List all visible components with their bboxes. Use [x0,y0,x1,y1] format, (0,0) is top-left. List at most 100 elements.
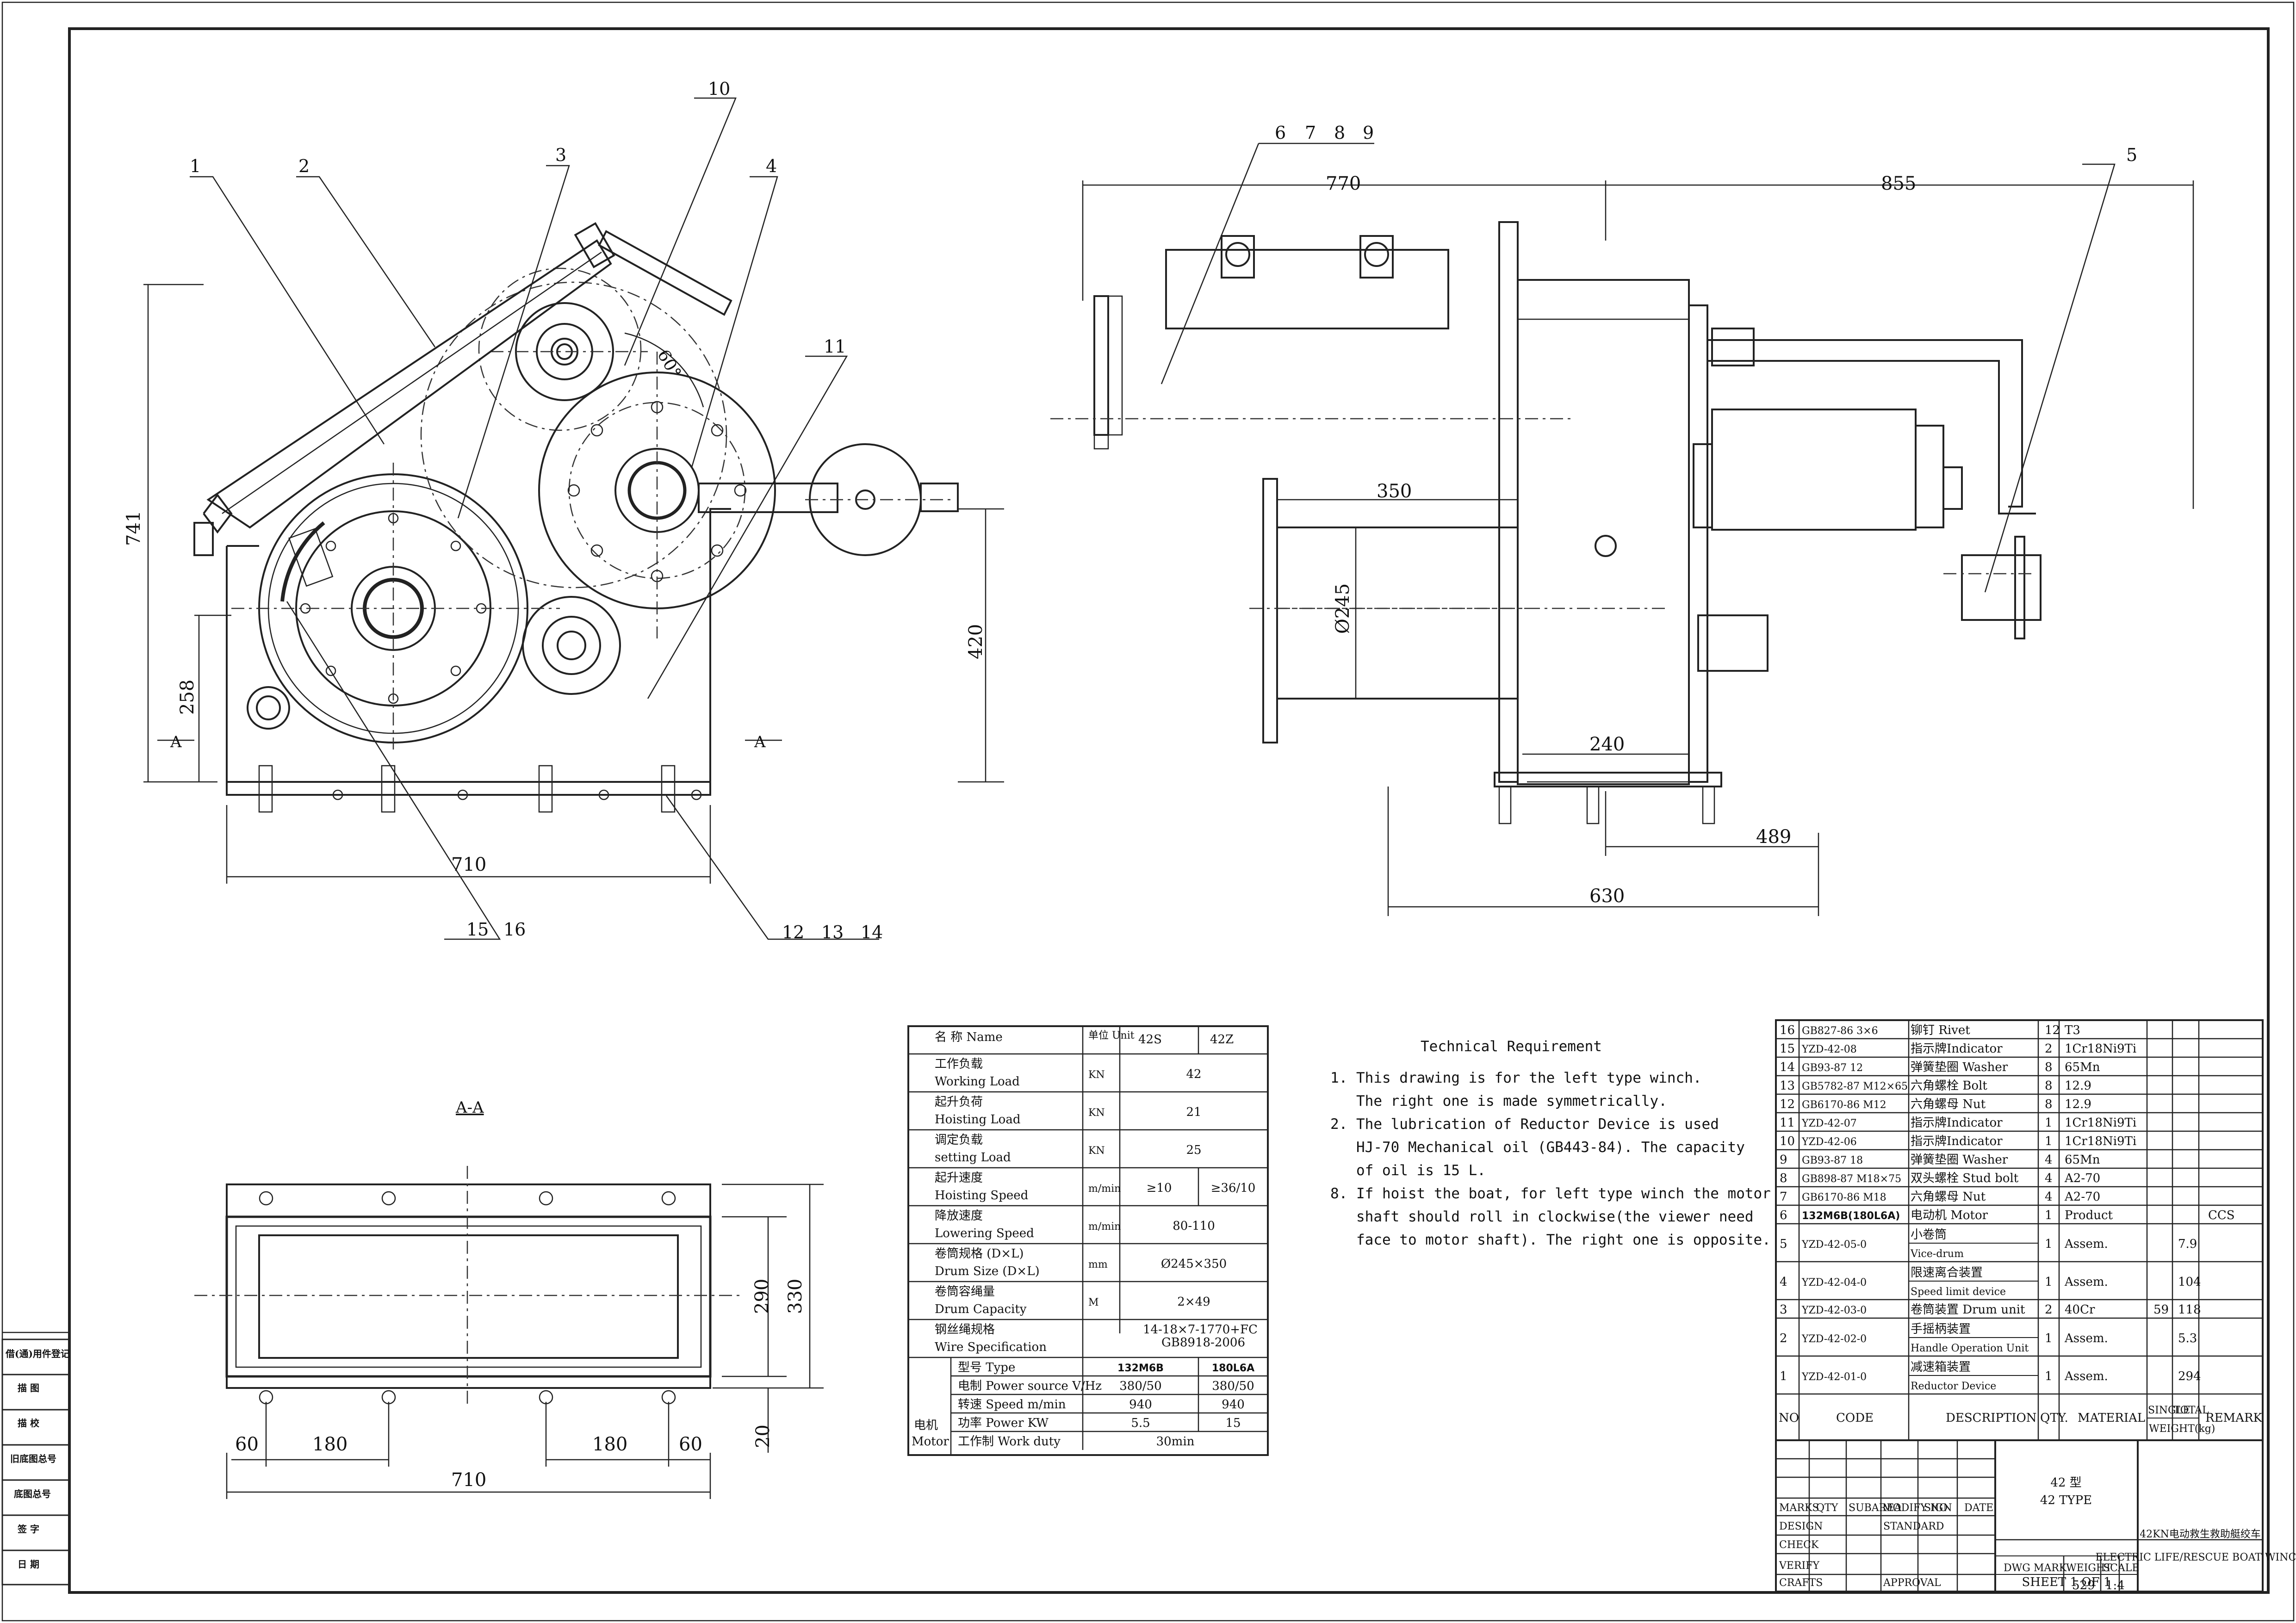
bom-mat-13: 12.9 [2065,1079,2091,1093]
side-view [1050,142,2194,916]
section-mark-a-left: A [170,733,182,751]
spec-row-en-1: Hoisting Load [935,1113,1020,1127]
side-label-7: 日 期 [18,1559,39,1570]
bom-desc-9: 弹簧垫圈 Washer [1911,1153,2008,1167]
dim-741: 741 [123,511,144,546]
bom-code-16: GB827-86 3×6 [1802,1025,1878,1037]
bom-code-6: 132M6B(180L6A) [1802,1210,1900,1222]
bom-qty-6: 1 [2045,1208,2053,1222]
spec-row-v2-3: ≥36/10 [1211,1181,1256,1195]
section-title-a-a: A-A [455,1098,484,1117]
bom-qty-3: 2 [2045,1303,2053,1317]
spec-row-cn-4: 降放速度 [935,1209,983,1223]
bom-total-1: 294 [2178,1369,2201,1383]
tb-approval: APPROVAL [1883,1577,1941,1589]
tb-modify: MODIFY NO [1882,1502,1948,1514]
bom-qty-16: 12 [2045,1023,2060,1037]
bom-header-weight: WEIGHT(kg) [2149,1423,2215,1435]
bom-no-6: 6 [1780,1208,1787,1222]
bom-mat-11: 1Cr18Ni9Ti [2065,1116,2136,1130]
side-label-2: 描 图 [18,1382,39,1394]
bom-qty-2: 1 [2045,1332,2053,1345]
bom-code-14: GB93-87 12 [1802,1062,1863,1074]
bom-no-16: 16 [1780,1023,1795,1037]
tb-design: DESIGN [1779,1521,1823,1532]
spec-row-val-0: 42 [1186,1067,1201,1081]
bom-desc2-2: Handle Operation Unit [1911,1343,2029,1354]
spec-row-en-4: Lowering Speed [935,1227,1034,1240]
tb-dwg-mark: DWG MARK [2004,1562,2067,1574]
spec-row-cn-2: 调定负载 [935,1133,983,1147]
bom-no-15: 15 [1780,1042,1795,1056]
spec-row-cn-1: 起升负荷 [935,1095,983,1109]
balloon-16: 16 [503,919,526,940]
bom-header-no: NO [1779,1411,1799,1425]
tb-scale-val: 1:4 [2105,1579,2125,1592]
bom-qty-7: 4 [2045,1190,2053,1204]
bom-no-7: 7 [1780,1190,1787,1204]
balloon-12: 12 [782,922,804,942]
spec-header-42s: 42S [1138,1033,1162,1047]
dim-258: 258 [177,680,198,715]
side-label-3: 描 校 [18,1418,40,1429]
bom-total-3: 118 [2178,1303,2201,1317]
bom-desc2-5: Vice-drum [1910,1248,1964,1260]
tb-scale: SCALE [2103,1562,2139,1574]
bom-desc-8: 双头螺栓 Stud bolt [1911,1171,2019,1185]
bom-code-7: GB6170-86 M18 [1802,1192,1886,1203]
dim-350: 350 [1377,481,1412,502]
balloon-5: 5 [2126,145,2137,165]
bom-no-12: 12 [1780,1097,1795,1111]
spec-row-val-1: 21 [1186,1105,1201,1119]
bom-desc-6: 电动机 Motor [1911,1208,1988,1222]
bom-desc-4: 限速离合装置 [1911,1266,1983,1280]
spec-row-en-0: Working Load [935,1075,1020,1089]
balloon-8: 8 [1334,123,1345,143]
section-a-a [194,1166,824,1499]
bom-single-3: 59 [2153,1303,2169,1317]
bom-total-2: 5.3 [2178,1332,2197,1345]
bom-desc-12: 六角螺母 Nut [1911,1097,1986,1111]
bom-no-2: 2 [1780,1332,1787,1345]
spec-row-unit-0: KN [1088,1069,1105,1081]
dim-60a: 60 [235,1434,259,1455]
spec-row-unit-6: M [1088,1297,1099,1308]
motor-row-v1-1: 380/50 [1119,1379,1161,1393]
bom-mat-1: Assem. [2064,1369,2108,1383]
balloon-10: 10 [708,79,730,99]
front-view [143,97,1004,940]
tb-verify: VERIFY [1779,1560,1819,1572]
dim-855: 855 [1881,173,1916,194]
dim-240: 240 [1589,734,1625,755]
bom-header-code: CODE [1836,1411,1874,1425]
bom-qty-1: 1 [2045,1369,2053,1383]
motor-row-v1-0: 132M6B [1117,1363,1164,1374]
dim-330: 330 [785,1279,806,1314]
spec-row-en-5: Drum Size (D×L) [935,1264,1040,1278]
title-name-en: ELECTRIC LIFE/RESCUE BOAT WINCH [2095,1552,2296,1563]
bom-mat-10: 1Cr18Ni9Ti [2065,1134,2136,1148]
bom-no-10: 10 [1780,1134,1795,1148]
dim-710: 710 [451,854,486,875]
tb-standard: STANDARD [1883,1521,1944,1532]
bom-code-3: YZD-42-03-0 [1801,1305,1867,1316]
bom-mat-5: Assem. [2064,1237,2108,1251]
spec-header-name: 名 称 Name [935,1030,1003,1044]
bom-total-4: 104 [2178,1275,2201,1289]
bom-desc-15: 指示牌Indicator [1911,1042,2003,1056]
bom-desc-13: 六角螺栓 Bolt [1911,1079,1987,1093]
spec-row-unit-4: m/min [1088,1221,1121,1233]
bom-desc-3: 卷筒装置 Drum unit [1911,1303,2025,1317]
bom-total-5: 7.9 [2178,1237,2197,1251]
bom-header-desc: DESCRIPTION [1946,1411,2037,1425]
side-label-4: 旧底图总号 [10,1453,56,1464]
tech-title: Technical Requirement [1421,1038,1602,1055]
tb-weight-val: 529 [2072,1579,2095,1592]
bom-remark-6: CCS [2208,1208,2235,1222]
